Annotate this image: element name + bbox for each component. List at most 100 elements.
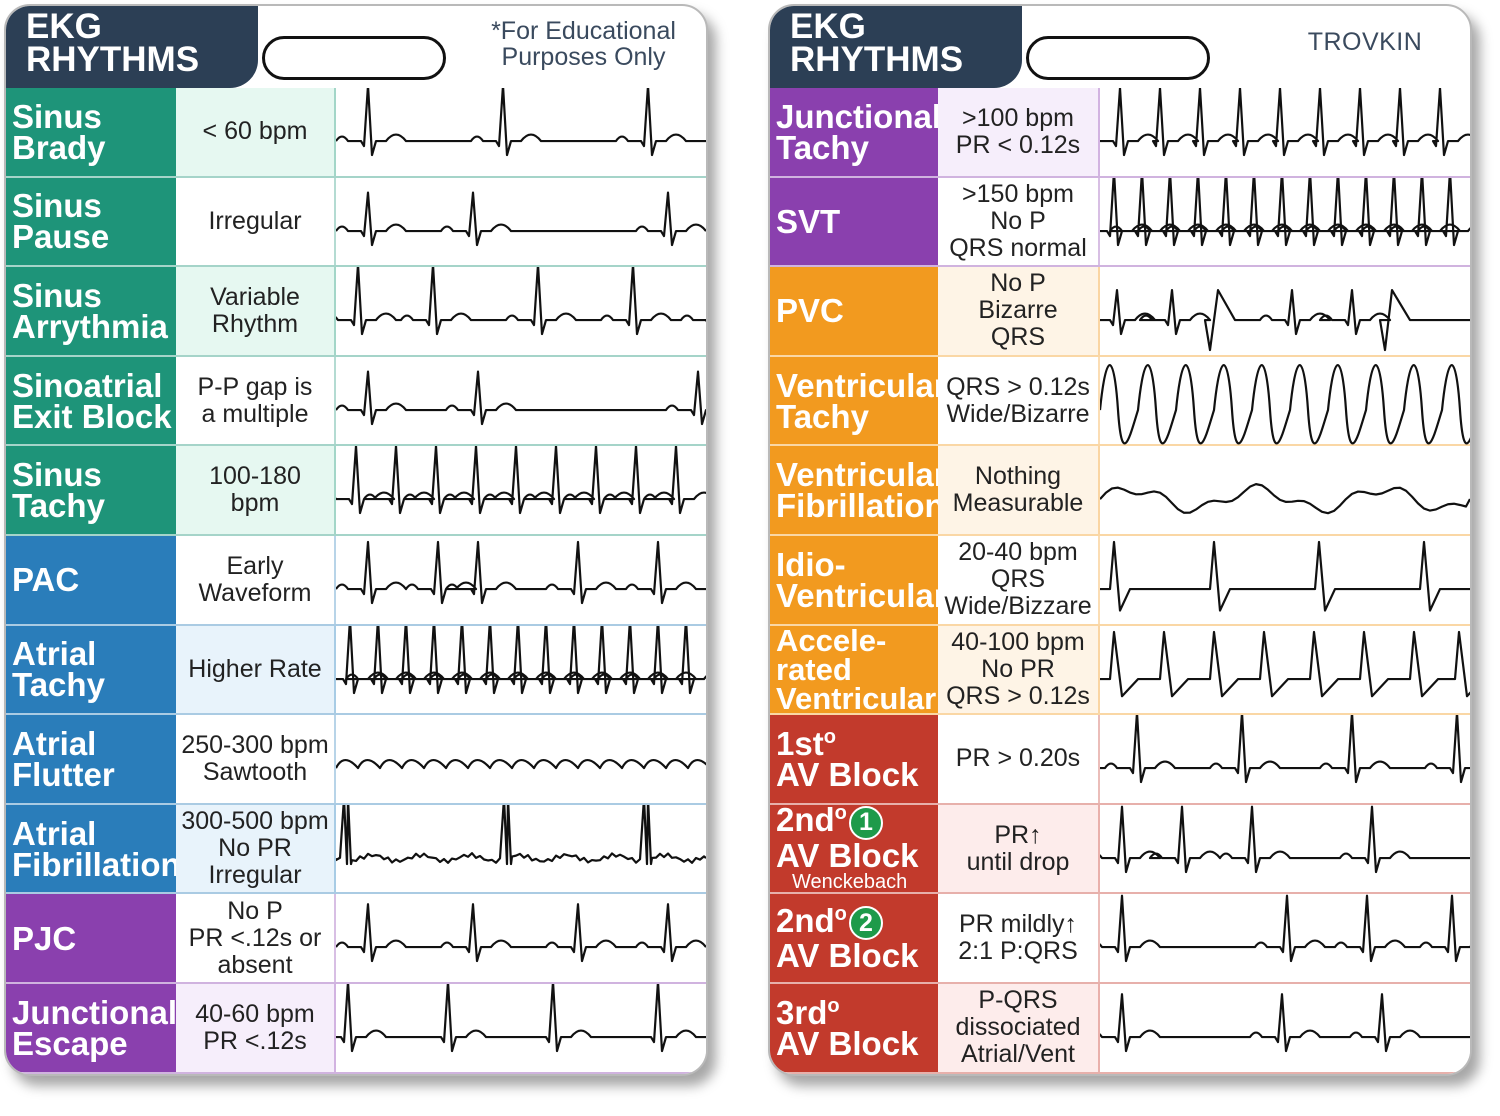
rhythm-criteria: No P Bizarre QRS: [938, 267, 1100, 355]
degree-symbol: o: [834, 804, 847, 825]
ekg-waveform: [1100, 993, 1470, 1053]
ekg-waveform: [336, 903, 706, 963]
rhythm-name-line: Idio-: [776, 545, 846, 583]
ekg-waveform: [1100, 895, 1470, 963]
rhythm-criteria: 300-500 bpm No PR Irregular: [176, 804, 336, 893]
waveform-trace: [1100, 363, 1470, 445]
ekg-waveform: [336, 446, 706, 515]
ekg-strip: [1100, 804, 1470, 893]
ekg-strip: [336, 625, 706, 714]
rhythm-name-line: Ventricular: [776, 366, 938, 404]
rhythm-name-line: Flutter: [12, 755, 115, 793]
rhythm-criteria: Variable Rhythm: [176, 267, 336, 355]
type-badge: 2: [848, 906, 883, 941]
rhythm-name-line: Pause: [12, 218, 110, 256]
rhythm-name-line: Sinus: [12, 456, 102, 494]
rhythm-subname: Wenckebach: [792, 870, 908, 893]
waveform-trace: [1100, 895, 1470, 963]
rhythm-name-line: PAC: [12, 561, 80, 599]
ekg-waveform: [336, 88, 706, 157]
ekg-strip: [336, 446, 706, 534]
ekg-strip: [1100, 267, 1470, 355]
ekg-strip: [336, 536, 706, 624]
type-badge: 1: [848, 805, 883, 840]
ekg-waveform: [336, 267, 706, 336]
degree-symbol: o: [823, 725, 836, 748]
ekg-card-left: EKG RHYTHMS *For Educational Purposes On…: [4, 4, 708, 1076]
card-title: EKG RHYTHMS: [770, 6, 1022, 88]
ekg-strip: [1100, 625, 1470, 714]
rhythm-name: PVC: [770, 267, 938, 355]
ekg-waveform: [336, 759, 706, 770]
waveform-trace: [336, 625, 706, 694]
ekg-strip: [336, 894, 706, 982]
title-line-1: EKG: [790, 7, 866, 46]
rhythm-name: Idio-Ventricular: [770, 536, 938, 624]
ekg-strip: [1100, 446, 1470, 534]
ekg-strip: [1100, 356, 1470, 445]
rhythm-name-line: Sinus: [12, 276, 102, 314]
rhythm-criteria: Early Waveform: [176, 536, 336, 624]
rhythm-name-line: Tachy: [12, 487, 105, 525]
waveform-trace: [1100, 715, 1470, 784]
rhythm-name-line: Brady: [12, 128, 106, 166]
rhythm-name-line: rated: [776, 651, 852, 687]
ekg-waveform: [336, 625, 706, 694]
waveform-trace: [1100, 177, 1470, 246]
degree-symbol: o: [827, 994, 840, 1017]
ekg-waveform: [336, 370, 706, 425]
rhythm-name-line: SVT: [776, 202, 841, 240]
waveform-trace: [336, 88, 706, 157]
card-title: EKG RHYTHMS: [6, 6, 258, 88]
rhythm-name-line: Junctional: [12, 993, 176, 1031]
lanyard-slot: [262, 36, 446, 80]
waveform-trace: [1100, 289, 1470, 352]
rhythm-name-line: AV Block: [776, 1024, 919, 1062]
title-line-2: RHYTHMS: [26, 40, 200, 79]
rhythm-row: PVC No P Bizarre QRS: [770, 267, 1470, 357]
ekg-strip: [336, 267, 706, 355]
ekg-waveform: [336, 804, 706, 865]
rhythm-name-line: Ventricular: [776, 576, 938, 614]
waveform-trace: [336, 759, 706, 770]
note-line-2: Purposes Only: [501, 43, 666, 71]
rhythm-name-line: 1sto: [776, 724, 836, 762]
lanyard-slot: [1026, 36, 1210, 80]
ekg-waveform: [1100, 540, 1470, 612]
rhythm-name-line: Tachy: [776, 128, 869, 166]
rhythm-name-line: PVC: [776, 292, 844, 330]
rhythm-name-line: Sinoatrial: [12, 366, 163, 404]
rhythm-row: PAC Early Waveform: [6, 536, 706, 626]
rhythm-name-line: Tachy: [12, 666, 105, 704]
ekg-strip: [336, 804, 706, 893]
rhythm-criteria: Nothing Measurable: [938, 446, 1100, 534]
ekg-waveform: [1100, 805, 1470, 873]
waveform-trace: [336, 446, 706, 515]
ekg-strip: [1100, 177, 1470, 266]
waveform-trace: [336, 267, 706, 336]
waveform-trace: [336, 540, 706, 605]
